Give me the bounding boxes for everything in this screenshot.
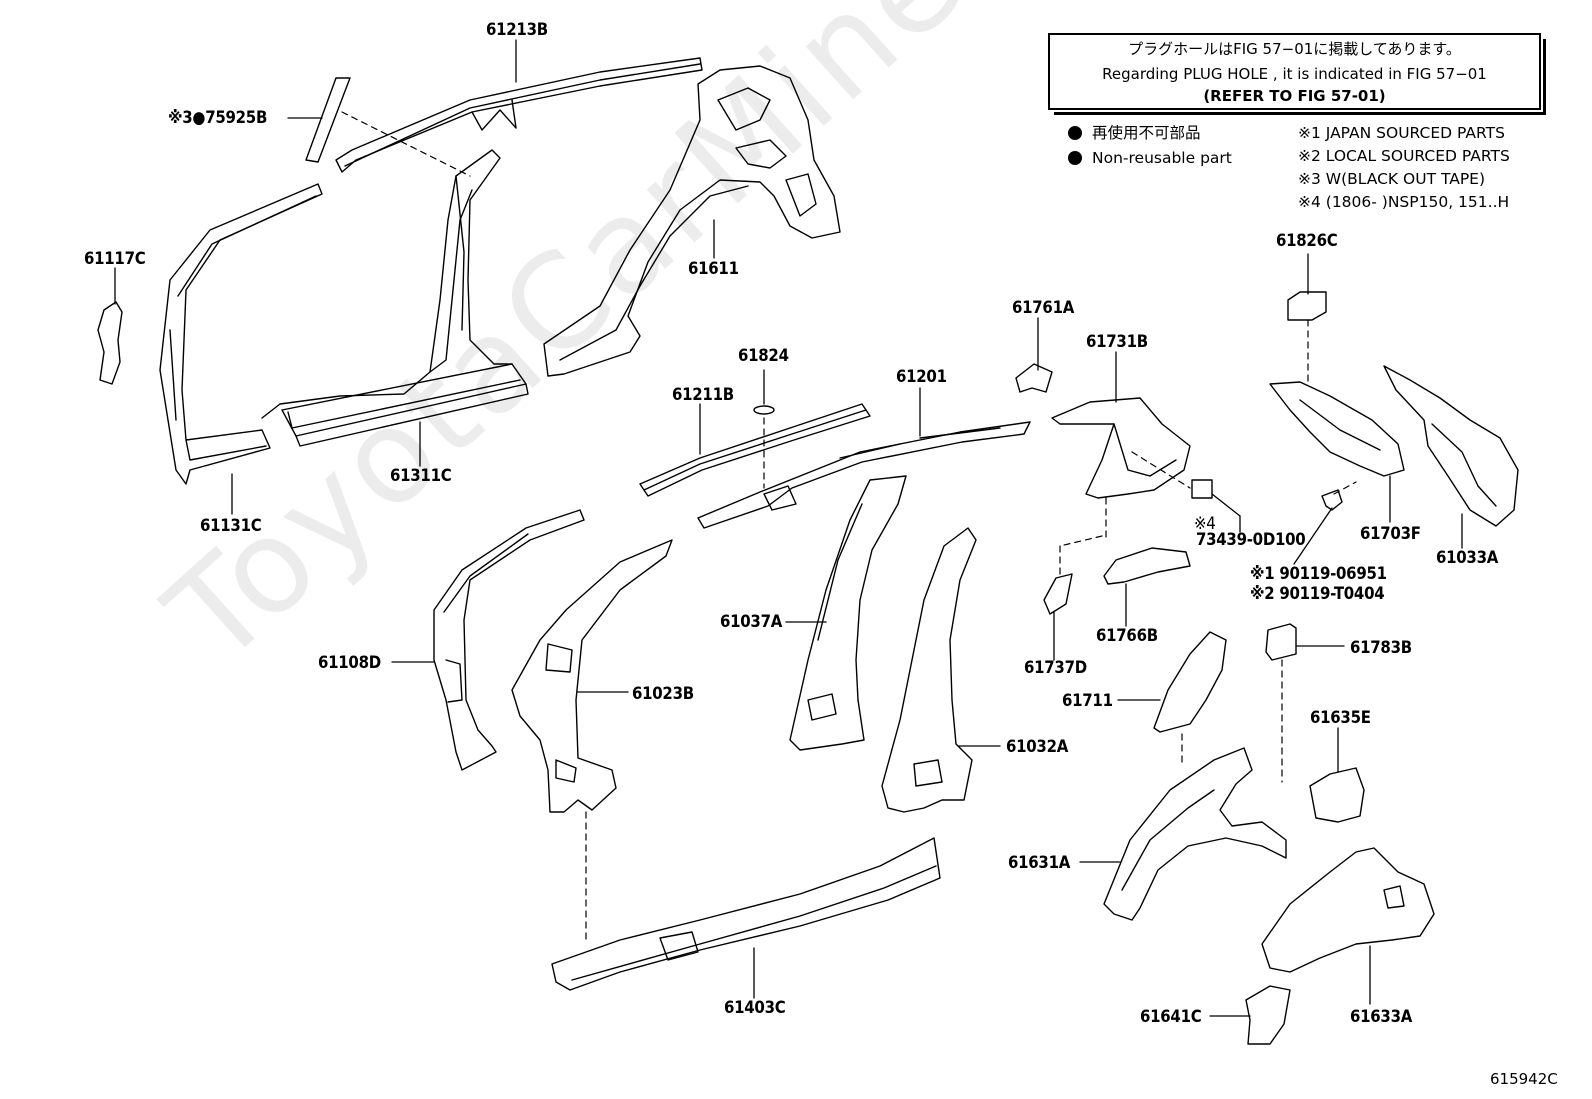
part-label-75925B[interactable]: ※3●75925B <box>168 108 268 128</box>
part-61826C <box>1287 291 1327 321</box>
part-61403C <box>551 837 941 991</box>
part-61761A <box>1015 363 1053 393</box>
part-label-61311C[interactable]: 61311C <box>390 466 452 486</box>
notice-line-japanese: プラグホールはFIG 57−01に掲載してあります。 <box>1128 40 1461 58</box>
figure-code: 615942C <box>1490 1070 1558 1088</box>
notice-line-reference: (REFER TO FIG 57-01) <box>1203 87 1386 105</box>
part-61766B <box>1103 547 1191 585</box>
part-label-61731B[interactable]: 61731B <box>1086 332 1148 352</box>
part-61131C <box>159 183 323 485</box>
part-label-61641C[interactable]: 61641C <box>1140 1007 1202 1027</box>
part-61641C <box>1245 985 1291 1045</box>
legend-note-3: ※3 W(BLACK OUT TAPE) <box>1298 170 1486 188</box>
legend-nonreusable-jp: 再使用不可部品 <box>1068 125 1201 142</box>
part-61711 <box>1153 631 1227 733</box>
legend-note-2: ※2 LOCAL SOURCED PARTS <box>1298 147 1510 165</box>
part-label-61631A[interactable]: 61631A <box>1008 853 1071 873</box>
part-75925B <box>305 77 351 163</box>
part-61033A <box>1383 365 1519 527</box>
part-label-61032A[interactable]: 61032A <box>1006 737 1069 757</box>
bullet-icon <box>1068 151 1082 165</box>
part-61201 <box>697 421 1031 529</box>
part-label-61711[interactable]: 61711 <box>1062 691 1113 711</box>
part-61032A <box>881 527 977 813</box>
part-90119-bolt <box>1321 489 1343 511</box>
part-label-61766B[interactable]: 61766B <box>1096 626 1158 646</box>
legend-note-1: ※1 JAPAN SOURCED PARTS <box>1298 124 1505 142</box>
part-label-90119-06951[interactable]: ※1 90119-06951 <box>1250 564 1387 584</box>
part-61037A <box>789 475 907 751</box>
legend-nonreusable-en: Non-reusable part <box>1068 150 1232 167</box>
plug-hole-notice: プラグホールはFIG 57−01に掲載してあります。 Regarding PLU… <box>1048 33 1546 115</box>
part-label-61201[interactable]: 61201 <box>896 367 947 387</box>
part-61213B <box>335 57 703 173</box>
part-61633A <box>1261 847 1435 973</box>
part-label-61824[interactable]: 61824 <box>738 346 789 366</box>
part-label-61703F[interactable]: 61703F <box>1360 524 1421 544</box>
part-label-61023B[interactable]: 61023B <box>632 684 694 704</box>
legend-note-4: ※4 (1806- )NSP150, 151..H <box>1298 193 1510 211</box>
part-61117C <box>97 301 123 385</box>
part-label-61783B[interactable]: 61783B <box>1350 638 1412 658</box>
part-61631A <box>1103 747 1287 921</box>
part-label-61826C[interactable]: 61826C <box>1276 231 1338 251</box>
part-61703F <box>1269 381 1405 477</box>
part-61311C <box>281 363 529 447</box>
notice-line-english: Regarding PLUG HOLE , it is indicated in… <box>1102 65 1487 83</box>
part-label-73439-note: ※4 <box>1194 514 1216 534</box>
part-label-61037A[interactable]: 61037A <box>720 612 783 632</box>
part-door-frame <box>261 149 513 419</box>
part-61108D <box>433 509 585 771</box>
part-label-61108D[interactable]: 61108D <box>318 653 381 673</box>
leader-lines <box>114 39 1463 1017</box>
part-61783B <box>1265 623 1297 661</box>
part-61211B <box>639 403 871 497</box>
part-label-61131C[interactable]: 61131C <box>200 516 262 536</box>
part-label-61611[interactable]: 61611 <box>688 259 739 279</box>
part-label-61211B[interactable]: 61211B <box>672 385 734 405</box>
part-61737D <box>1043 573 1073 615</box>
part-61023B <box>511 539 673 813</box>
part-61824 <box>753 405 775 415</box>
part-label-73439[interactable]: 73439-0D100 <box>1196 530 1306 550</box>
part-label-61403C[interactable]: 61403C <box>724 998 786 1018</box>
part-label-90119-T0404[interactable]: ※2 90119-T0404 <box>1250 584 1385 604</box>
part-label-61737D[interactable]: 61737D <box>1024 658 1087 678</box>
part-73439 <box>1191 479 1213 499</box>
part-61635E <box>1309 767 1365 823</box>
part-label-61761A[interactable]: 61761A <box>1012 298 1075 318</box>
part-label-61635E[interactable]: 61635E <box>1310 708 1371 728</box>
part-label-61633A[interactable]: 61633A <box>1350 1007 1413 1027</box>
part-label-61033A[interactable]: 61033A <box>1436 548 1499 568</box>
part-label-61213B[interactable]: 61213B <box>486 20 548 40</box>
part-61731B <box>1051 397 1191 499</box>
dashed-lines <box>341 111 1357 945</box>
part-61611 <box>543 65 841 377</box>
part-label-61117C[interactable]: 61117C <box>84 249 146 269</box>
bullet-icon <box>1068 126 1082 140</box>
